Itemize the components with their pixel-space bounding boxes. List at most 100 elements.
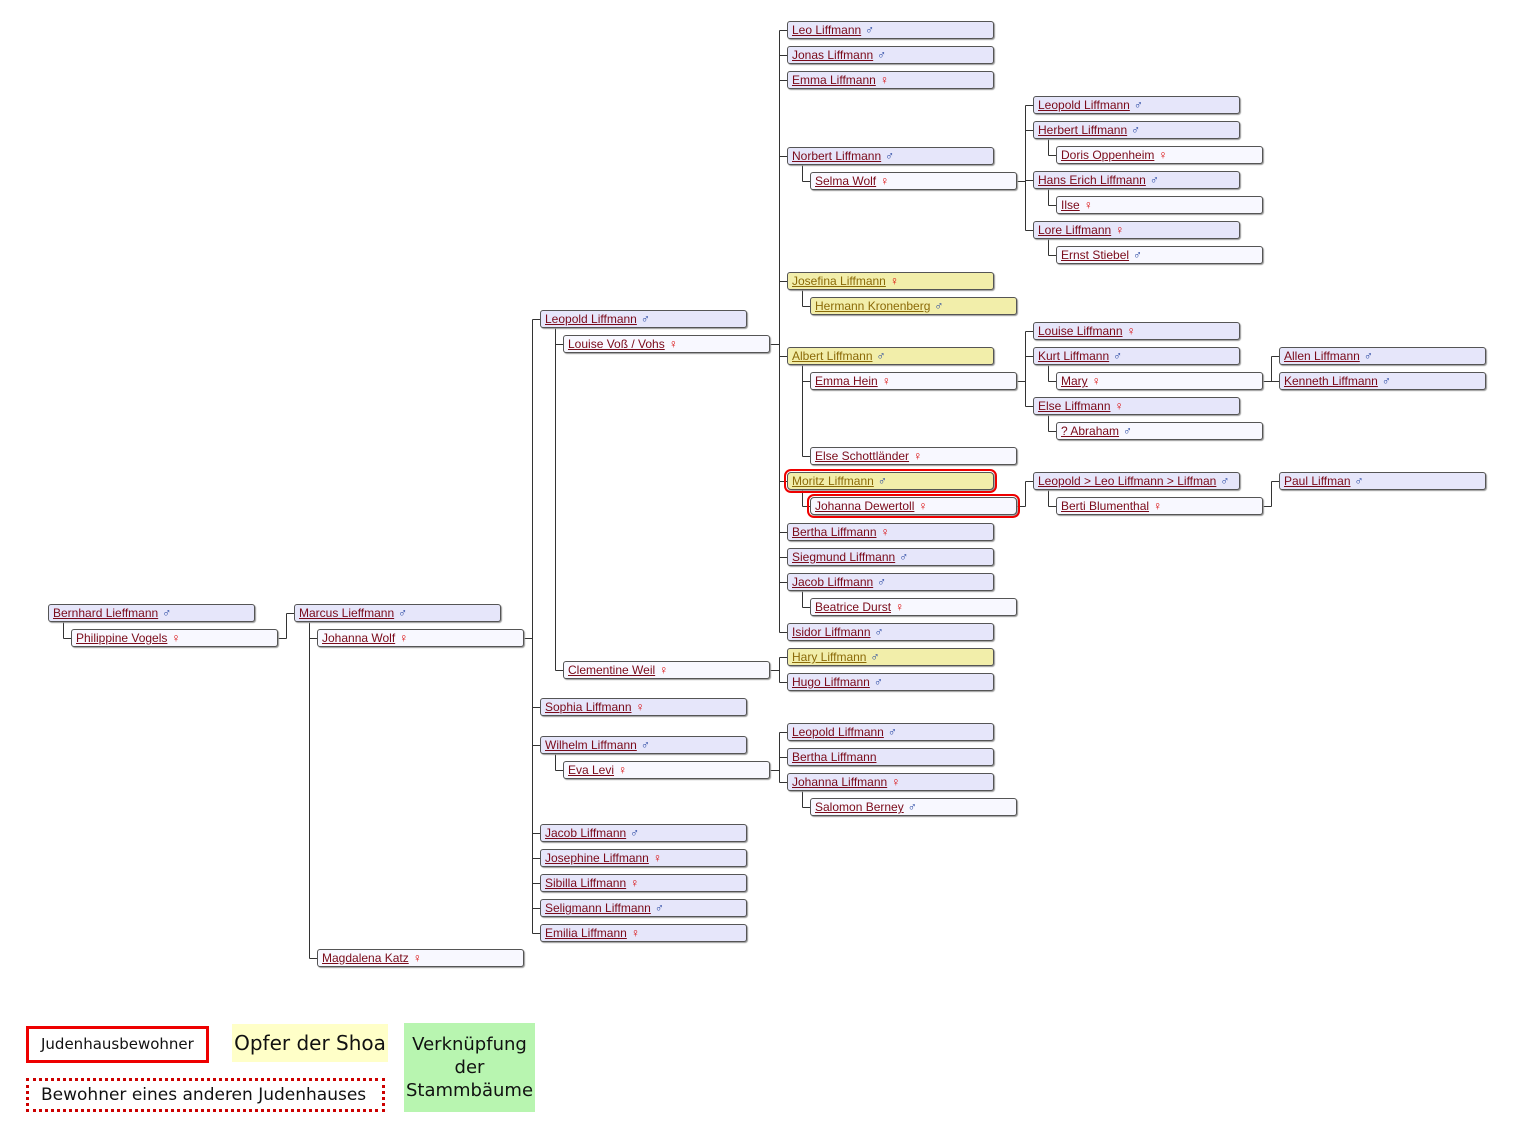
person-link[interactable]: Johanna Dewertoll <box>815 499 915 513</box>
male-icon: ♂ <box>1381 374 1391 388</box>
person-link[interactable]: Albert Liffmann <box>792 349 873 363</box>
person-box: Philippine Vogels♀ <box>71 629 278 647</box>
person-box: Hans Erich Liffmann♂ <box>1033 171 1240 189</box>
person-box: Lore Liffmann♀ <box>1033 221 1240 239</box>
person-link[interactable]: Sibilla Liffmann <box>545 876 627 890</box>
person-link[interactable]: Josephine Liffmann <box>545 851 649 865</box>
person-link[interactable]: Ernst Stiebel <box>1061 248 1130 262</box>
person-link[interactable]: Jonas Liffmann <box>792 48 874 62</box>
person-link[interactable]: Magdalena Katz <box>322 951 409 965</box>
person-link[interactable]: Lore Liffmann <box>1038 223 1112 237</box>
person-box: Allen Liffmann♂ <box>1279 347 1486 365</box>
person-link[interactable]: Isidor Liffmann <box>792 625 871 639</box>
female-icon: ♀ <box>659 663 669 677</box>
person-link[interactable]: Kurt Liffmann <box>1038 349 1110 363</box>
person-link[interactable]: Kenneth Liffmann <box>1284 374 1378 388</box>
person-link[interactable]: Louise Liffmann <box>1038 324 1123 338</box>
person-link[interactable]: Josefina Liffmann <box>792 274 886 288</box>
person-link[interactable]: Wilhelm Liffmann <box>545 738 637 752</box>
person-box: Bernhard Lieffmann♂ <box>48 604 255 622</box>
male-icon: ♂ <box>887 725 897 739</box>
person-box: Josephine Liffmann♀ <box>540 849 747 867</box>
person-link[interactable]: Else Liffmann <box>1038 399 1111 413</box>
male-icon: ♂ <box>870 650 880 664</box>
person-box: Jacob Liffmann♂ <box>540 824 747 842</box>
female-icon: ♀ <box>880 525 890 539</box>
person-link[interactable]: Beatrice Durst <box>815 600 892 614</box>
person-link[interactable]: Clementine Weil <box>568 663 656 677</box>
person-box: Hugo Liffmann♂ <box>787 673 994 691</box>
person-link[interactable]: Mary <box>1061 374 1088 388</box>
person-link[interactable]: Bernhard Lieffmann <box>53 606 159 620</box>
person-box: Marcus Lieffmann♂ <box>294 604 501 622</box>
person-link[interactable]: Berti Blumenthal <box>1061 499 1150 513</box>
legend-other-judenhaus-resident: Bewohner eines anderen Judenhauses <box>26 1078 385 1112</box>
person-link[interactable]: Selma Wolf <box>815 174 877 188</box>
person-link[interactable]: Salomon Berney <box>815 800 904 814</box>
person-link[interactable]: Eva Levi <box>568 763 615 777</box>
female-icon: ♀ <box>1153 499 1163 513</box>
female-icon: ♀ <box>1083 198 1093 212</box>
person-box: Beatrice Durst♀ <box>810 598 1017 616</box>
male-icon: ♂ <box>1133 98 1143 112</box>
person-link[interactable]: Else Schottländer <box>815 449 910 463</box>
person-link[interactable]: Siegmund Liffmann <box>792 550 896 564</box>
person-box: Mary♀ <box>1056 372 1263 390</box>
person-box: Selma Wolf♀ <box>810 172 1017 190</box>
person-link[interactable]: Sophia Liffmann <box>545 700 632 714</box>
person-box: Moritz Liffmann♂ <box>784 469 997 493</box>
person-link[interactable]: Doris Oppenheim <box>1061 148 1155 162</box>
person-link[interactable]: Johanna Wolf <box>322 631 396 645</box>
person-link[interactable]: Jacob Liffmann <box>792 575 874 589</box>
person-link[interactable]: Leopold > Leo Liffmann > Liffman <box>1038 474 1217 488</box>
female-icon: ♀ <box>399 631 409 645</box>
female-icon: ♀ <box>171 631 181 645</box>
person-link[interactable]: Emilia Liffmann <box>545 926 627 940</box>
person-box: Emma Liffmann♀ <box>787 71 994 89</box>
male-icon: ♂ <box>885 149 895 163</box>
person-link[interactable]: Hans Erich Liffmann <box>1038 173 1146 187</box>
person-box: Josefina Liffmann♀ <box>787 272 994 290</box>
person-link[interactable]: Hermann Kronenberg <box>815 299 931 313</box>
person-link[interactable]: Allen Liffmann <box>1284 349 1360 363</box>
male-icon: ♂ <box>865 23 875 37</box>
person-link[interactable]: Leopold Liffmann <box>792 725 884 739</box>
person-link[interactable]: Emma Liffmann <box>792 73 876 87</box>
male-icon: ♂ <box>398 606 408 620</box>
person-link[interactable]: Herbert Liffmann <box>1038 123 1128 137</box>
female-icon: ♀ <box>913 449 923 463</box>
person-link[interactable]: Hary Liffmann <box>792 650 867 664</box>
male-icon: ♂ <box>1131 123 1141 137</box>
person-link[interactable]: Bertha Liffmann <box>792 525 877 539</box>
person-box: Norbert Liffmann♂ <box>787 147 994 165</box>
person-box: Eva Levi♀ <box>563 761 770 779</box>
person-box: Paul Liffman♂ <box>1279 472 1486 490</box>
female-icon: ♀ <box>879 73 889 87</box>
person-link[interactable]: Emma Hein <box>815 374 878 388</box>
female-icon: ♀ <box>635 700 645 714</box>
person-link[interactable]: Marcus Lieffmann <box>299 606 395 620</box>
person-link[interactable]: Leopold Liffmann <box>1038 98 1130 112</box>
person-box: Seligmann Liffmann♂ <box>540 899 747 917</box>
person-link[interactable]: Norbert Liffmann <box>792 149 882 163</box>
person-link[interactable]: Ilse <box>1061 198 1080 212</box>
person-link[interactable]: Leo Liffmann <box>792 23 862 37</box>
person-link[interactable]: Seligmann Liffmann <box>545 901 651 915</box>
person-box: Leopold > Leo Liffmann > Liffman♂ <box>1033 472 1240 490</box>
person-link[interactable]: ? Abraham <box>1061 424 1120 438</box>
person-link[interactable]: Bertha Liffmann <box>792 750 877 764</box>
person-link[interactable]: Moritz Liffmann <box>792 474 874 488</box>
male-icon: ♂ <box>934 299 944 313</box>
person-link[interactable]: Philippine Vogels <box>76 631 168 645</box>
person-link[interactable]: Paul Liffman <box>1284 474 1351 488</box>
person-link[interactable]: Leopold Liffmann <box>545 312 637 326</box>
person-box: Else Schottländer♀ <box>810 447 1017 465</box>
person-link[interactable]: Jacob Liffmann <box>545 826 627 840</box>
person-box: Louise Liffmann♀ <box>1033 322 1240 340</box>
person-link[interactable]: Louise Voß / Vohs <box>568 337 665 351</box>
person-box: Ernst Stiebel♂ <box>1056 246 1263 264</box>
male-icon: ♂ <box>640 738 650 752</box>
person-link[interactable]: Johanna Liffmann <box>792 775 888 789</box>
female-icon: ♀ <box>895 600 905 614</box>
person-link[interactable]: Hugo Liffmann <box>792 675 870 689</box>
